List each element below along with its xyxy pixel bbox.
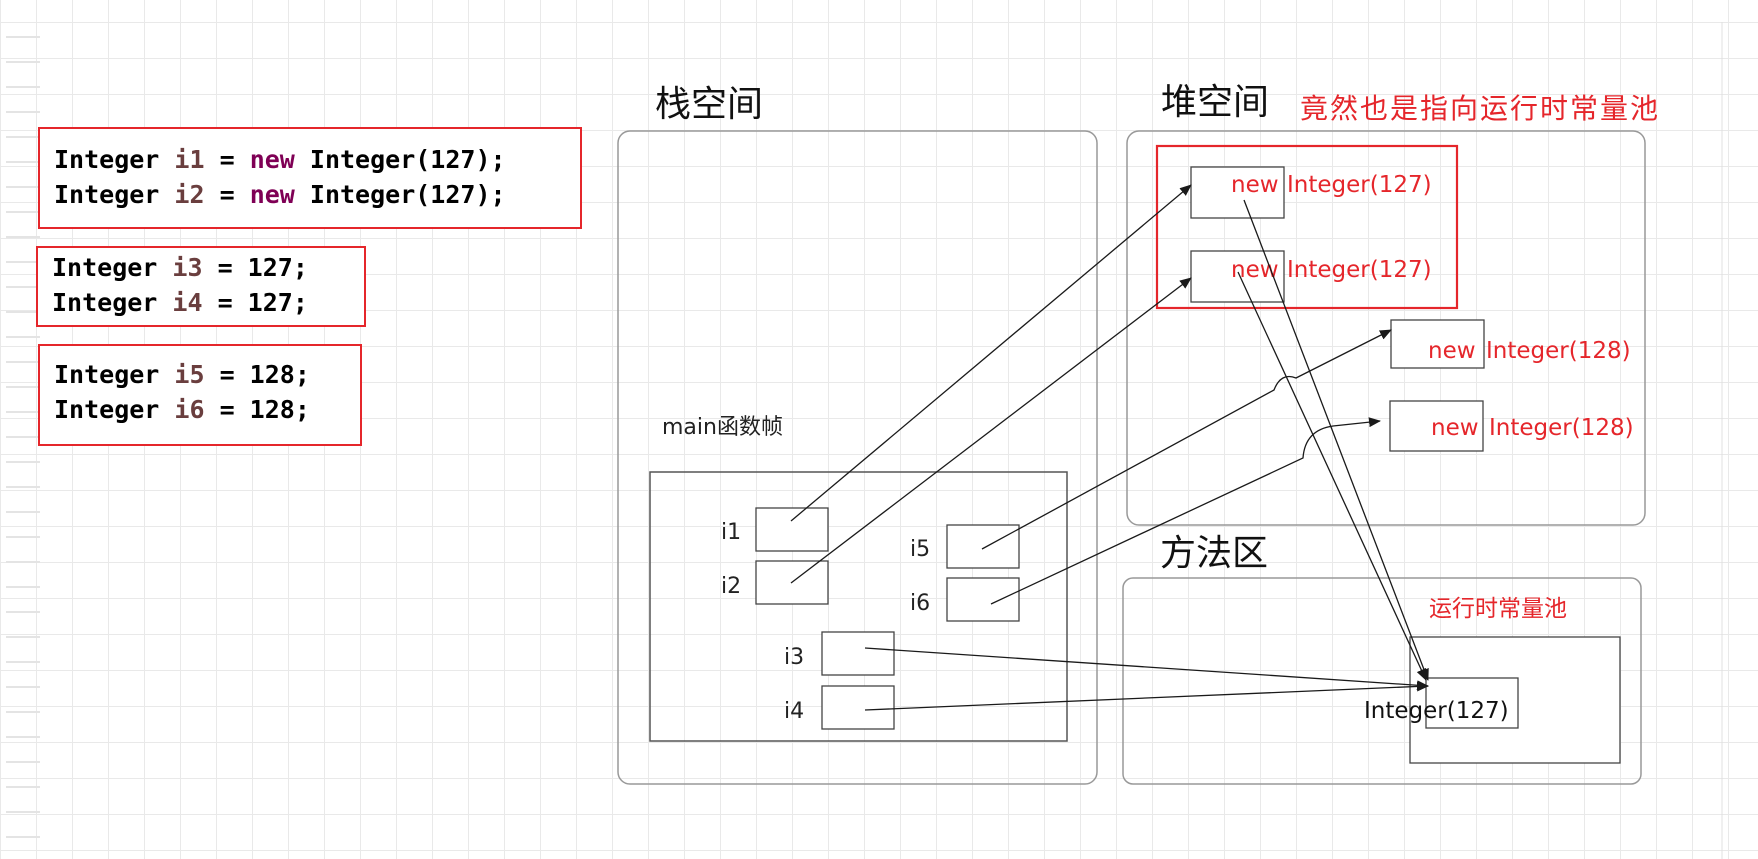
code-line-i6: Integer i6 = 128; xyxy=(54,395,310,425)
code-var: i6 xyxy=(174,395,205,424)
code-block-integer-127: Integer i3 = 127; Integer i4 = 127; xyxy=(36,246,366,327)
heap-object-4-label: new Integer(128) xyxy=(1431,415,1634,441)
var-label-i6: i6 xyxy=(910,591,930,616)
code-type: Integer xyxy=(54,395,160,424)
keyword-new: new xyxy=(1428,338,1476,364)
arrow-i6-to-heap-4 xyxy=(990,417,1381,605)
keyword-new: new xyxy=(1231,172,1279,198)
code-keyword: new xyxy=(249,180,295,209)
object-type: Integer(128) xyxy=(1486,338,1631,364)
arrow-i4-to-pool xyxy=(864,681,1429,711)
heap-object-1-label: new Integer(127) xyxy=(1231,172,1432,198)
arrow-i5-to-heap-3 xyxy=(981,329,1392,550)
code-line-i1: Integer i1 = new Integer(127); xyxy=(54,145,506,175)
code-var: i1 xyxy=(174,145,205,174)
slot-i6 xyxy=(946,577,1020,622)
code-type: Integer xyxy=(54,360,160,389)
code-rest: = 128; xyxy=(204,360,310,389)
code-type: Integer xyxy=(54,180,160,209)
object-type: Integer(128) xyxy=(1489,415,1634,441)
keyword-new: new xyxy=(1431,415,1479,441)
pool-integer-127-box xyxy=(1425,677,1519,729)
runtime-constant-pool-label: 运行时常量池 xyxy=(1429,596,1567,622)
left-ruler xyxy=(6,36,40,838)
heap-object-3 xyxy=(1390,319,1485,369)
code-type: Integer xyxy=(52,253,158,282)
code-type: Integer xyxy=(52,288,158,317)
arrow-i3-to-pool xyxy=(864,647,1429,691)
heap-object-3-label: new Integer(128) xyxy=(1428,338,1631,364)
code-keyword: new xyxy=(249,145,295,174)
stack-space-box xyxy=(617,130,1098,785)
heap-space-box xyxy=(1126,130,1646,526)
method-area-title: 方法区 xyxy=(1160,533,1268,574)
pool-integer-127-label: Integer(127) xyxy=(1364,698,1509,724)
heap-space-title: 堆空间 xyxy=(1161,82,1269,123)
code-rest: Integer(127); xyxy=(294,180,506,209)
code-line-i5: Integer i5 = 128; xyxy=(54,360,310,390)
object-type: Integer(127) xyxy=(1287,257,1432,283)
arrow-i1-to-heap-1 xyxy=(790,184,1192,522)
code-var: i5 xyxy=(174,360,205,389)
stack-space-title: 栈空间 xyxy=(655,84,763,125)
var-label-i5: i5 xyxy=(910,537,930,562)
highlight-box xyxy=(1155,144,1459,310)
heap-object-4 xyxy=(1389,400,1484,452)
code-rest: = 128; xyxy=(204,395,310,424)
code-line-i4: Integer i4 = 127; xyxy=(52,288,308,318)
slot-i5 xyxy=(946,524,1020,569)
heap-object-1 xyxy=(1190,166,1285,219)
var-label-i1: i1 xyxy=(721,520,741,545)
method-area-box xyxy=(1122,577,1642,785)
code-var: i2 xyxy=(174,180,205,209)
slot-i4 xyxy=(821,685,895,730)
var-label-i2: i2 xyxy=(721,574,741,599)
code-line-i2: Integer i2 = new Integer(127); xyxy=(54,180,506,210)
code-block-new-integer-127: Integer i1 = new Integer(127); Integer i… xyxy=(38,127,582,229)
code-var: i3 xyxy=(172,253,203,282)
code-type: Integer xyxy=(54,145,160,174)
slot-i1 xyxy=(755,507,829,552)
slot-i3 xyxy=(821,631,895,676)
main-frame-label: main函数帧 xyxy=(662,415,783,440)
arrow-heap-1-to-pool xyxy=(1243,199,1429,681)
var-label-i4: i4 xyxy=(784,699,804,724)
code-equals: = xyxy=(204,180,250,209)
heap-object-2 xyxy=(1190,250,1285,303)
object-type: Integer(127) xyxy=(1287,172,1432,198)
code-rest: = 127; xyxy=(202,253,308,282)
var-label-i3: i3 xyxy=(784,645,804,670)
code-var: i4 xyxy=(172,288,203,317)
heap-note: 竟然也是指向运行时常量池 xyxy=(1300,92,1660,125)
main-frame-box xyxy=(649,471,1068,742)
arrow-heap-2-to-pool xyxy=(1237,271,1427,681)
code-equals: = xyxy=(204,145,250,174)
code-rest: = 127; xyxy=(202,288,308,317)
arrow-i2-to-heap-2 xyxy=(790,277,1192,584)
code-block-integer-128: Integer i5 = 128; Integer i6 = 128; xyxy=(38,344,362,446)
code-line-i3: Integer i3 = 127; xyxy=(52,253,308,283)
code-rest: Integer(127); xyxy=(294,145,506,174)
